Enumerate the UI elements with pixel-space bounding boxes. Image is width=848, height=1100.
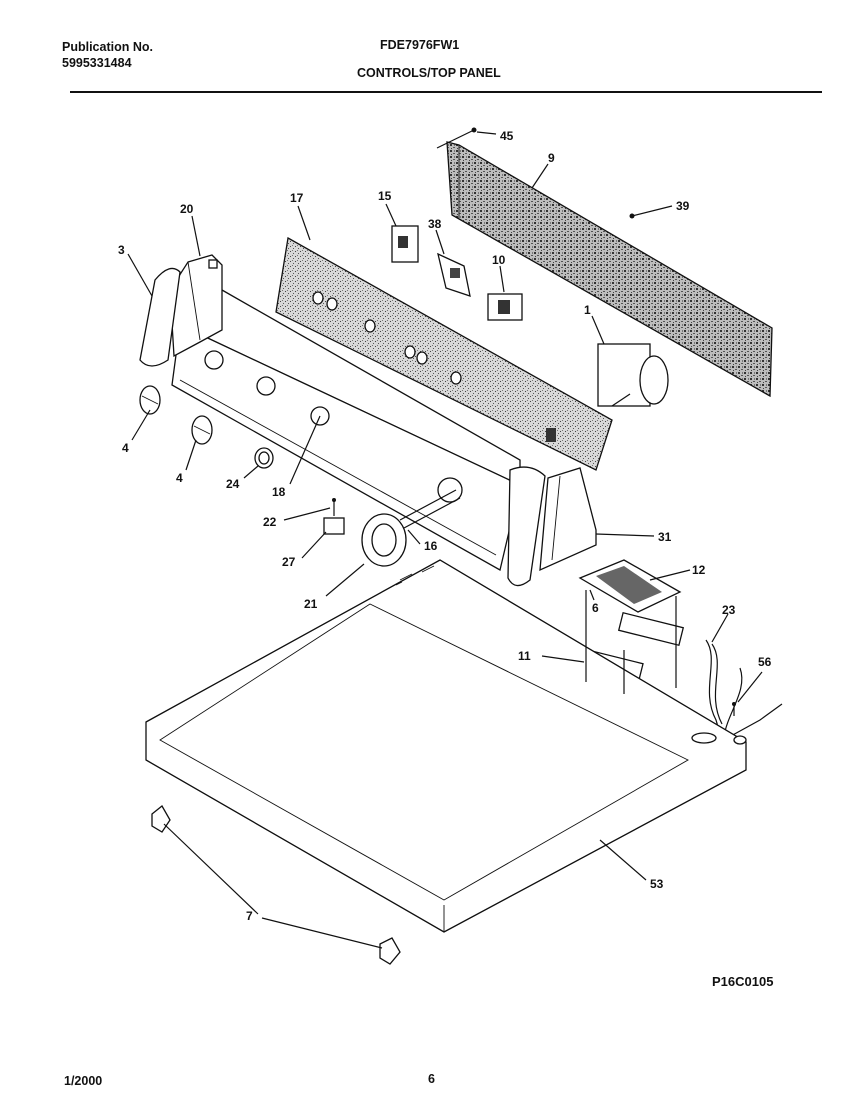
- callout-23: 23: [722, 603, 736, 617]
- callout-9: 9: [548, 151, 555, 165]
- page-number: 6: [428, 1072, 435, 1086]
- switch-part-15: [391, 225, 419, 263]
- callout-22: 22: [263, 515, 277, 529]
- clip-part-7-b: [379, 937, 401, 965]
- screw-part-22: [332, 498, 336, 516]
- callout-27: 27: [282, 555, 296, 569]
- top-panel-part-53: [145, 559, 747, 933]
- diagram-code: P16C0105: [712, 974, 774, 989]
- callout-31: 31: [658, 530, 672, 544]
- bracket-part-6: [617, 611, 685, 647]
- control-panel-part-17: [275, 236, 613, 471]
- callout-15: 15: [378, 189, 392, 203]
- publication-date: 1/2000: [64, 1074, 103, 1088]
- callout-10: 10: [492, 253, 506, 267]
- rear-panel-part-9: [446, 141, 773, 398]
- switch-part-10: [487, 293, 523, 321]
- knob-part-4-b: [191, 415, 213, 445]
- header-divider: [70, 91, 822, 93]
- publication-number: 5995331484: [62, 56, 132, 70]
- end-cap-right: [507, 466, 546, 587]
- console-part-18: [171, 289, 521, 571]
- knob-part-4-a: [139, 385, 161, 415]
- terminal-block-part-12: [578, 559, 682, 613]
- callout-39: 39: [676, 199, 690, 213]
- callout-38: 38: [428, 217, 442, 231]
- end-cap-part-3: [139, 267, 181, 367]
- callout-18: 18: [272, 485, 286, 499]
- shaft-part-16: [399, 489, 461, 529]
- page-title: CONTROLS/TOP PANEL: [357, 66, 501, 80]
- callout-7: 7: [246, 909, 253, 923]
- callout-6: 6: [592, 601, 599, 615]
- callout-56: 56: [758, 655, 772, 669]
- callout-4-a: 4: [122, 441, 129, 455]
- callout-53: 53: [650, 877, 664, 891]
- callout-12: 12: [692, 563, 706, 577]
- clip-part-27: [323, 517, 345, 535]
- bracket-part-31: [539, 467, 597, 572]
- callout-11: 11: [518, 649, 531, 663]
- callout-45: 45: [500, 129, 514, 143]
- callout-16: 16: [424, 539, 438, 553]
- leader-lines: [127, 163, 763, 949]
- screw-part-45: [436, 127, 497, 149]
- callout-1: 1: [584, 303, 591, 317]
- callout-24: 24: [226, 477, 240, 491]
- callout-21: 21: [304, 597, 318, 611]
- knob-part-21: [361, 513, 407, 567]
- model-number: FDE7976FW1: [380, 38, 460, 52]
- timer-part-1: [597, 343, 669, 407]
- publication-label: Publication No.: [62, 40, 153, 54]
- callout-4-b: 4: [176, 471, 183, 485]
- callout-17: 17: [290, 191, 304, 205]
- end-bracket-part-20: [169, 254, 223, 358]
- clip-part-7-a: [151, 805, 171, 833]
- callout-3: 3: [118, 243, 125, 257]
- callout-20: 20: [180, 202, 194, 216]
- bracket-part-38: [437, 252, 471, 297]
- knob-part-24: [254, 447, 274, 469]
